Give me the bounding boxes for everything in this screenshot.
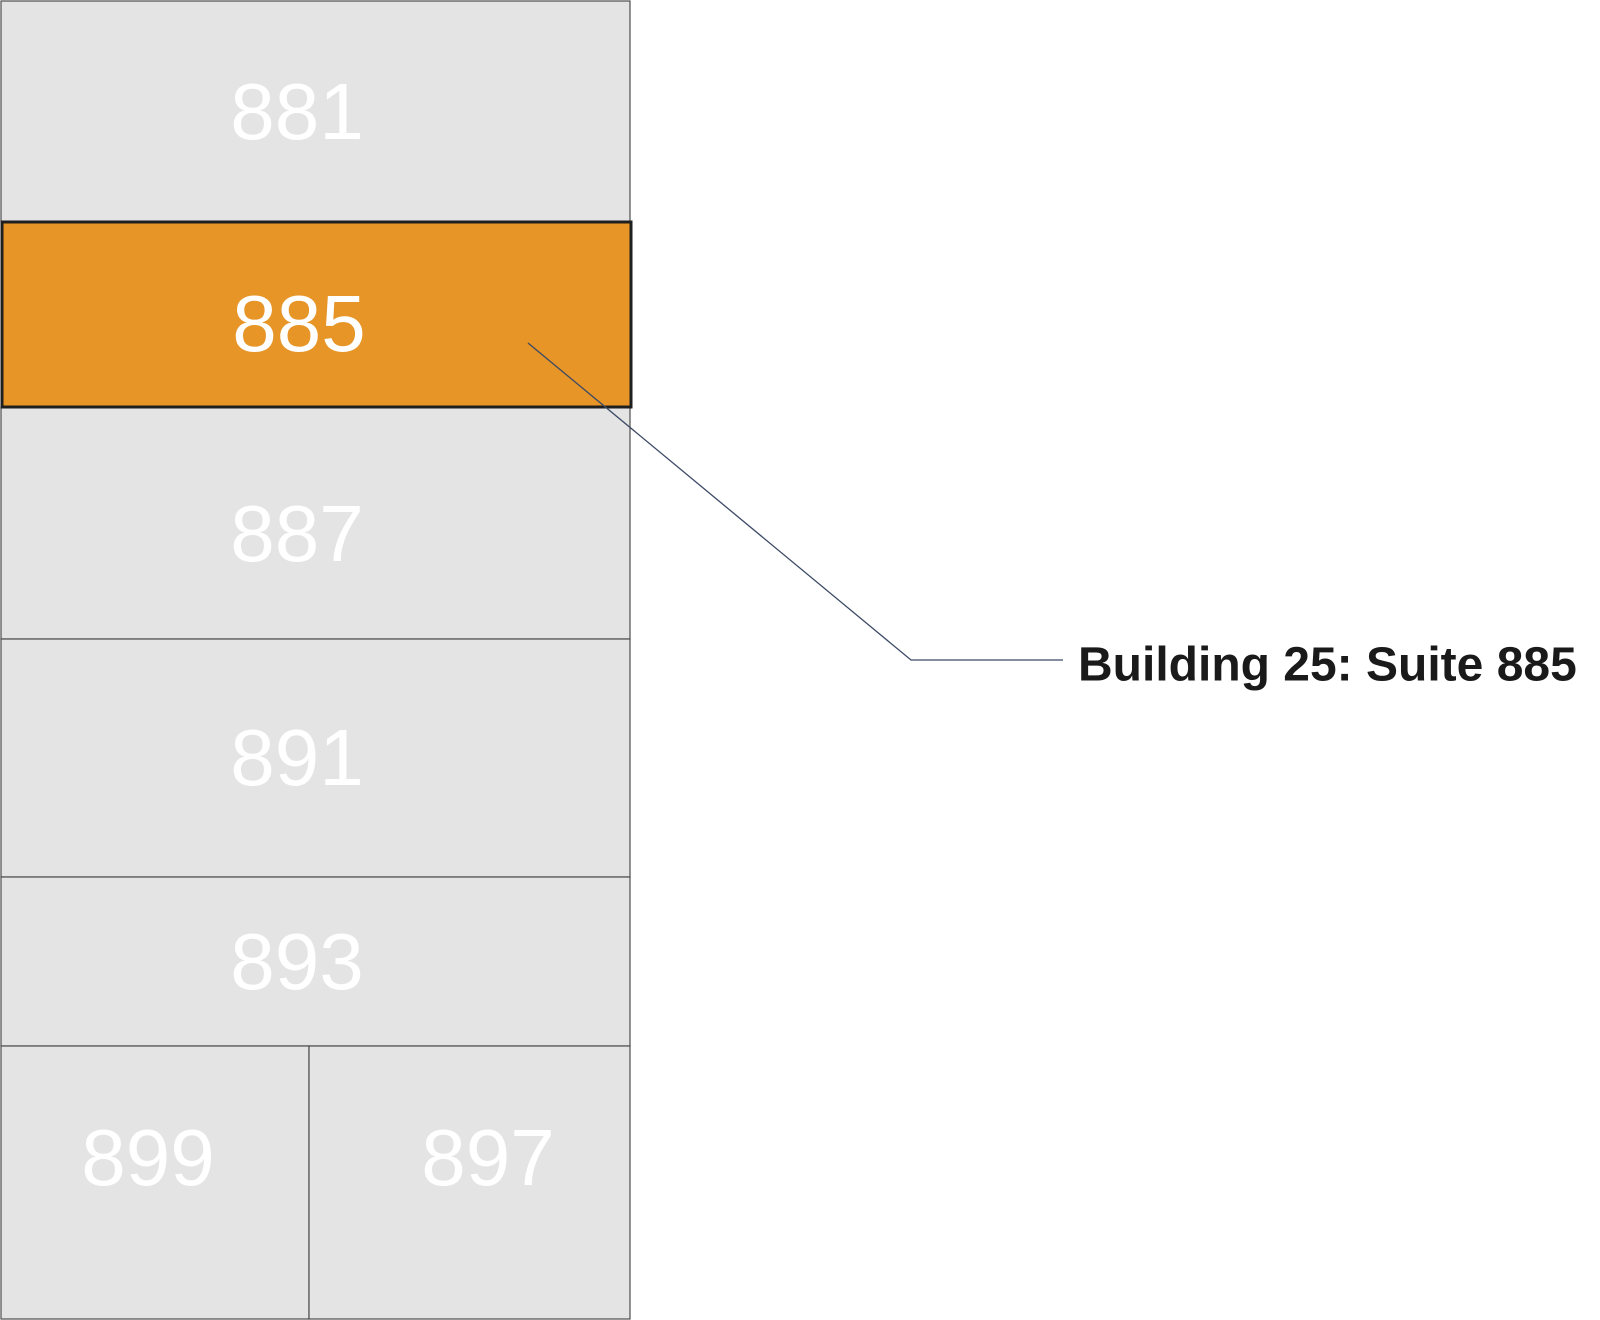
suite-891-label: 891 [230,713,363,802]
suite-893[interactable]: 893 [0,876,631,1047]
suite-891[interactable]: 891 [0,638,631,878]
callout-label: Building 25: Suite 885 [1078,639,1577,692]
suite-881-shape [0,0,631,223]
suite-899-label: 899 [81,1113,214,1202]
suite-881[interactable]: 881 [0,0,631,223]
suite-897-label: 897 [421,1113,554,1202]
suite-885-shape [0,220,633,409]
callout-leader-line [527,342,1063,661]
suite-887-shape [0,406,631,640]
suite-897[interactable]: 897 [308,1045,631,1320]
suite-891-shape [0,638,631,878]
suite-887[interactable]: 887 [0,406,631,640]
suite-893-shape [0,876,631,1047]
suite-881-label: 881 [230,67,363,156]
suite-885[interactable]: 885 [0,220,633,409]
suite-899-shape [0,1045,310,1320]
suite-885-label: 885 [232,279,365,368]
suite-897-shape [308,1045,631,1320]
suite-893-label: 893 [230,917,363,1006]
suite-887-label: 887 [230,489,363,578]
suite-899[interactable]: 899 [0,1045,310,1320]
